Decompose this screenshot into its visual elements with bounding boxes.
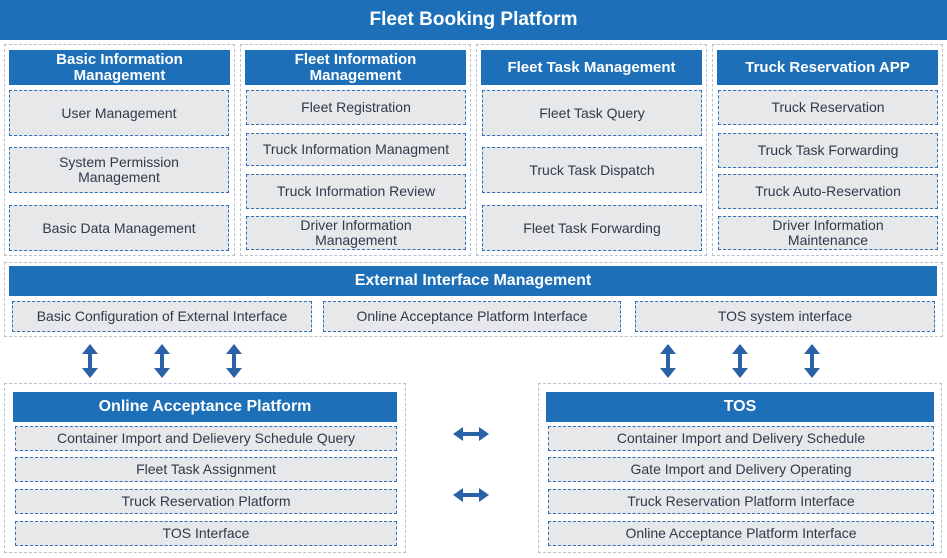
- module-header-truck-app: Truck Reservation APP: [717, 50, 938, 85]
- module-item-basic-data: Basic Data Management: [9, 205, 229, 251]
- module-item-truck-info-review: Truck Information Review: [246, 174, 466, 209]
- online-item-schedule-query: Container Import and Delievery Schedule …: [15, 426, 397, 451]
- module-header-fleet-task: Fleet Task Management: [481, 50, 702, 85]
- tos-item-online-acceptance-interface: Online Acceptance Platform Interface: [548, 521, 934, 546]
- double-headed-vertical-arrow-icon: [804, 344, 820, 378]
- module-item-driver-info-maintenance: Driver Information Maintenance: [718, 216, 938, 250]
- module-header-fleet-info: Fleet Information Management: [245, 50, 466, 85]
- module-item-fleet-registration: Fleet Registration: [246, 90, 466, 125]
- module-item-fleet-task-forwarding: Fleet Task Forwarding: [482, 205, 702, 251]
- module-item-driver-info-management: Driver Information Management: [246, 216, 466, 250]
- online-item-truck-reservation-platform: Truck Reservation Platform: [15, 489, 397, 514]
- double-headed-vertical-arrow-icon: [82, 344, 98, 378]
- external-interface-header: External Interface Management: [9, 266, 937, 296]
- double-headed-vertical-arrow-icon: [732, 344, 748, 378]
- online-acceptance-header: Online Acceptance Platform: [13, 392, 397, 422]
- tos-item-truck-reservation-interface: Truck Reservation Platform Interface: [548, 489, 934, 514]
- module-item-truck-task-forwarding: Truck Task Forwarding: [718, 133, 938, 168]
- module-item-system-permission: System Permission Management: [9, 147, 229, 193]
- online-item-fleet-task-assignment: Fleet Task Assignment: [15, 457, 397, 482]
- double-headed-vertical-arrow-icon: [660, 344, 676, 378]
- module-item-user-management: User Management: [9, 90, 229, 136]
- tos-header: TOS: [546, 392, 934, 422]
- external-item-online-acceptance-interface: Online Acceptance Platform Interface: [323, 301, 621, 332]
- module-header-basic-info: Basic Information Management: [9, 50, 230, 85]
- double-headed-horizontal-arrow-icon: [453, 427, 489, 441]
- double-headed-vertical-arrow-icon: [154, 344, 170, 378]
- online-item-tos-interface: TOS Interface: [15, 521, 397, 546]
- external-item-basic-configuration: Basic Configuration of External Interfac…: [12, 301, 312, 332]
- module-item-truck-info-management: Truck Information Managment: [246, 133, 466, 166]
- module-item-truck-task-dispatch: Truck Task Dispatch: [482, 147, 702, 193]
- platform-title: Fleet Booking Platform: [0, 0, 947, 40]
- module-item-fleet-task-query: Fleet Task Query: [482, 90, 702, 136]
- module-item-truck-auto-reservation: Truck Auto-Reservation: [718, 174, 938, 209]
- double-headed-horizontal-arrow-icon: [453, 488, 489, 502]
- tos-item-container-schedule: Container Import and Delivery Schedule: [548, 426, 934, 451]
- tos-item-gate-operating: Gate Import and Delivery Operating: [548, 457, 934, 482]
- double-headed-vertical-arrow-icon: [226, 344, 242, 378]
- module-item-truck-reservation: Truck Reservation: [718, 90, 938, 125]
- external-item-tos-system-interface: TOS system interface: [635, 301, 935, 332]
